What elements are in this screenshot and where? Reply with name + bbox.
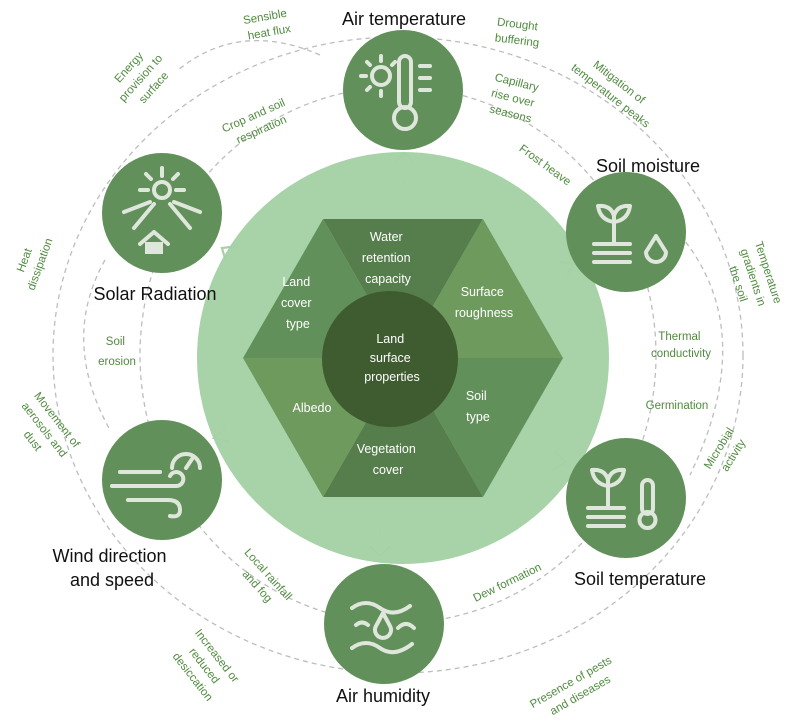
soil-temperature-circle: [566, 438, 686, 558]
crop-soil-respiration-label: Crop and soil respiration: [220, 96, 296, 150]
rainfall-fog-label: Local rainfall and fog: [230, 547, 296, 616]
thermal-conductivity-label: Thermal conductivity: [651, 331, 711, 360]
aerosols-label: Movement of aerosols and dust: [6, 390, 84, 472]
plant-water-drop-icon: [592, 203, 668, 264]
desiccation-label: Increased or reduced desiccation: [167, 627, 243, 707]
germination-label: Germination: [646, 400, 709, 412]
arrow-left-upper: [220, 244, 239, 263]
air-temperature-label: Air temperature: [342, 9, 466, 29]
node-air-temperature: Air temperature: [342, 9, 466, 150]
center-title: Land surface properties: [364, 332, 420, 384]
solar-label: Solar Radiation: [93, 284, 216, 304]
microbial-activity-label: Microbial activity: [702, 423, 752, 480]
node-wind: Wind direction and speed: [52, 420, 222, 590]
segment-labels: Water retention capacity Surface roughne…: [281, 230, 513, 477]
segment-roughness-label: Surface roughness: [455, 285, 513, 320]
wind-label: Wind direction and speed: [52, 546, 171, 590]
segment-water-label: Water retention capacity: [362, 230, 414, 286]
node-solar: Solar Radiation: [93, 153, 222, 304]
arrow-left-lower: [211, 427, 231, 444]
segment-soil-type-label: Soil type: [466, 389, 490, 424]
sun-house-icon: [122, 166, 202, 254]
arrows: [211, 151, 576, 558]
thermometer-sun-icon: [359, 54, 432, 131]
connection-lines: [52, 36, 744, 674]
segment-water-shape: [323, 219, 483, 358]
node-air-humidity: Air humidity: [324, 564, 444, 706]
air-humidity-circle: [324, 564, 444, 684]
wind-circle: [102, 420, 222, 540]
node-soil-temperature: Soil temperature: [566, 438, 706, 589]
temperature-gradients-label: Temperature gradients in the soil: [721, 240, 784, 318]
plant-thermometer-icon: [586, 467, 658, 530]
segment-albedo-label: Albedo: [293, 401, 332, 415]
air-humidity-label: Air humidity: [336, 686, 430, 706]
central-ring: [197, 152, 609, 564]
arrow-up: [393, 151, 415, 164]
arrow-right-lower: [552, 450, 568, 471]
node-soil-moisture: Soil moisture: [566, 156, 700, 292]
dashed-arc-top: [177, 40, 321, 71]
capillary-rise-label: Capillary rise over seasons: [486, 72, 543, 126]
arrow-right-upper: [559, 260, 576, 277]
sensible-heat-flux-label: Sensible heat flux: [242, 7, 293, 43]
frost-heave-label: Frost heave: [517, 143, 573, 188]
center-circle: [322, 291, 458, 427]
soil-moisture-label: Soil moisture: [596, 156, 700, 176]
pests-diseases-label: Presence of pests and diseases: [528, 653, 625, 721]
outer-dashed-ring: [52, 36, 744, 674]
soil-erosion-label: Soil erosion: [98, 336, 136, 368]
segment-vegetation-shape: [323, 358, 483, 497]
soil-moisture-circle: [566, 172, 686, 292]
ring-band: [197, 152, 609, 564]
mitigation-label: Mitigation of temperature peaks: [569, 49, 662, 130]
wind-gauge-icon: [110, 452, 202, 519]
arrow-down: [369, 545, 391, 558]
segment-land-cover-label: Land cover type: [281, 275, 315, 331]
middle-dashed-ring: [139, 86, 657, 624]
energy-provision-label: Energy provision to surface: [105, 40, 179, 116]
segment-vegetation-label: Vegetation cover: [357, 442, 420, 477]
dashed-arc-right: [679, 234, 724, 476]
humidity-icon: [350, 601, 416, 655]
drought-buffering-label: Drought buffering: [494, 16, 542, 49]
dashed-arc-left: [83, 259, 111, 431]
soil-temperature-label: Soil temperature: [574, 569, 706, 589]
air-temperature-circle: [343, 30, 463, 150]
solar-circle: [102, 153, 222, 273]
heat-dissipation-label: Heat dissipation: [11, 231, 56, 292]
